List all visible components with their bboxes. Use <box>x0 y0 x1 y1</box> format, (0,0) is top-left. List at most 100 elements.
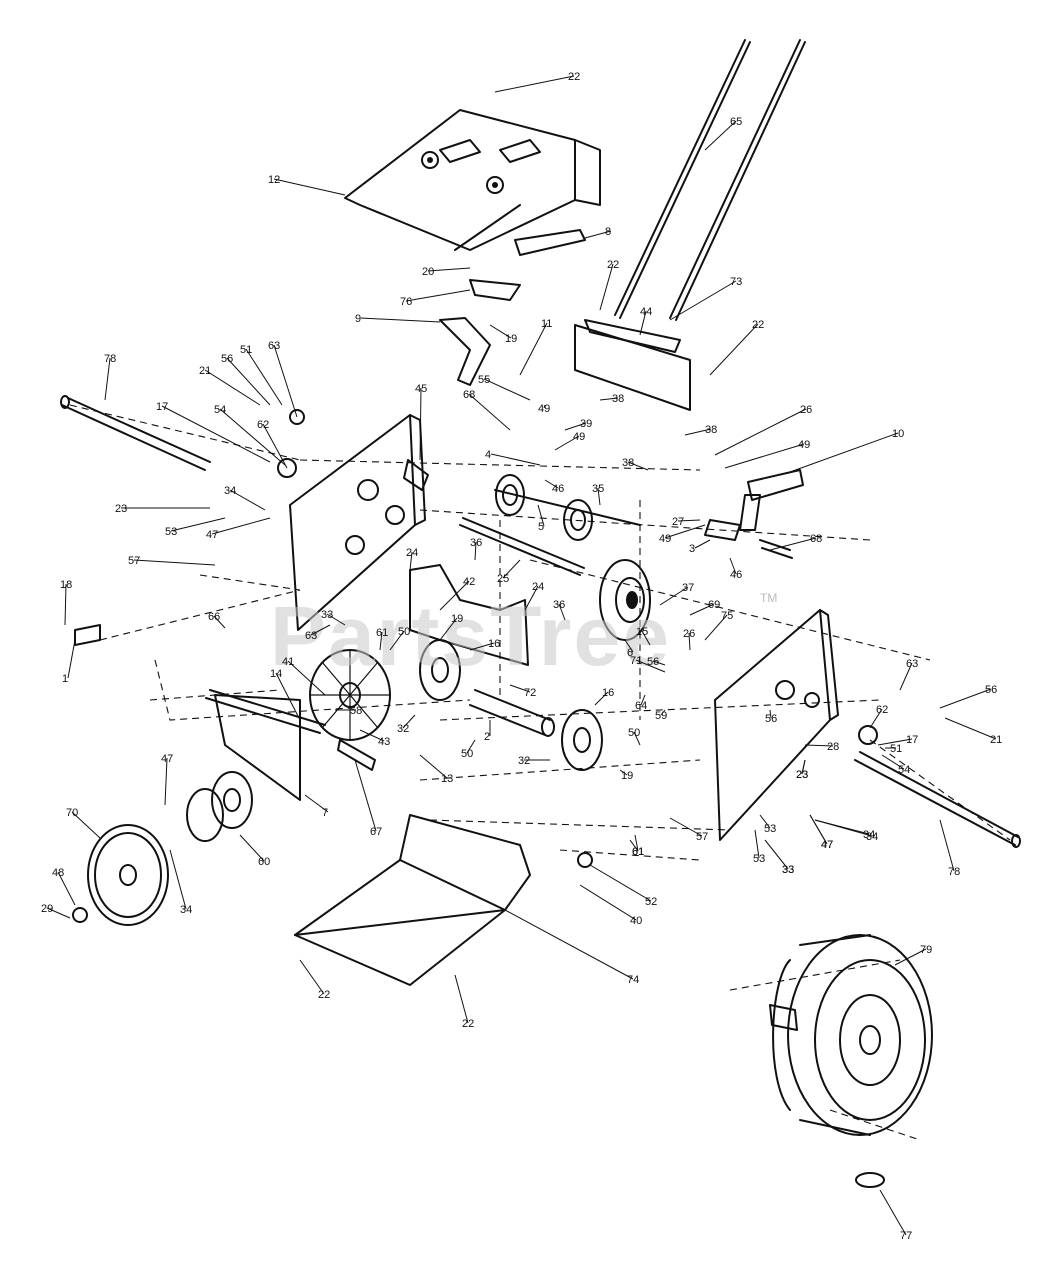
callout-leader <box>669 280 737 321</box>
callout-21: 21 <box>944 717 1002 746</box>
callout-leader <box>754 829 760 859</box>
callout-54: 54 <box>214 404 286 466</box>
callout-61: 61 <box>629 839 644 858</box>
callout-38: 38 <box>622 457 649 471</box>
callout-36: 36 <box>553 599 566 621</box>
callout-leader <box>466 739 476 754</box>
callout-number: 34 <box>180 904 192 916</box>
callout-63: 63 <box>899 658 918 691</box>
bracket-10 <box>704 469 804 559</box>
callout-number: 9 <box>355 313 361 325</box>
callout-number: 67 <box>370 826 382 838</box>
callout-number: 76 <box>400 296 412 308</box>
callout-49: 49 <box>538 403 550 415</box>
callout-number: 53 <box>753 853 765 865</box>
callout-leader <box>659 586 689 606</box>
callout-number: 26 <box>683 628 695 640</box>
callout-leader <box>877 738 913 746</box>
callout-number: 14 <box>270 668 282 680</box>
callout-number: 23 <box>796 769 808 781</box>
callout-leader <box>564 422 587 431</box>
callout-number: 33 <box>782 864 794 876</box>
callout-59: 59 <box>655 709 667 722</box>
callout-42: 42 <box>439 576 475 611</box>
callout-leader <box>504 909 634 980</box>
callout-number: 62 <box>257 419 269 431</box>
callout-number: 23 <box>796 769 808 781</box>
callout-34: 34 <box>224 485 266 511</box>
callout-number: 68 <box>810 533 822 545</box>
callout-leader <box>669 817 703 837</box>
callout-leader <box>262 423 288 469</box>
callout-48: 48 <box>52 867 76 906</box>
callout-11: 11 <box>519 318 552 376</box>
callout-38: 38 <box>599 393 624 405</box>
callout-number: 46 <box>730 569 742 581</box>
callout-leader <box>652 660 666 666</box>
callout-26: 26 <box>683 628 695 651</box>
callout-6: 6 <box>624 639 634 659</box>
callout-22: 22 <box>599 259 619 311</box>
callout-number: 22 <box>568 71 580 83</box>
callout-number: 71 <box>630 655 642 667</box>
callout-leader <box>789 432 899 473</box>
callout-number: 49 <box>573 431 585 443</box>
callout-leader <box>494 75 575 93</box>
callout-number: 59 <box>655 710 667 722</box>
callout-number: 61 <box>376 627 388 639</box>
callout-leader <box>633 731 641 746</box>
callout-leader <box>543 404 546 409</box>
callout-leader <box>474 541 477 561</box>
callout-number: 79 <box>920 944 932 956</box>
callout-29: 29 <box>41 903 71 919</box>
callout-57: 57 <box>128 555 216 567</box>
callout-number: 38 <box>622 457 634 469</box>
callout-number: 22 <box>318 989 330 1001</box>
callout-leader <box>104 357 111 401</box>
callout-leader <box>359 729 385 742</box>
callout-56: 56 <box>647 656 666 668</box>
callout-leader <box>584 230 612 239</box>
callout-62: 62 <box>257 419 288 469</box>
callout-16: 16 <box>594 687 614 706</box>
callout-number: 43 <box>378 736 390 748</box>
callout-number: 28 <box>827 741 839 753</box>
callout-24: 24 <box>524 581 544 611</box>
callout-number: 26 <box>800 404 812 416</box>
callout-number: 52 <box>645 896 657 908</box>
callout-leader <box>619 769 628 776</box>
callout-leader <box>427 267 471 272</box>
callout-number: 22 <box>752 319 764 331</box>
callout-7: 7 <box>304 794 329 819</box>
callout-leader <box>677 519 701 522</box>
callout-67: 67 <box>354 759 382 838</box>
callout-46: 46 <box>544 479 564 495</box>
callout-leader <box>684 428 712 436</box>
callout-number: 38 <box>705 424 717 436</box>
callout-number: 24 <box>532 581 544 593</box>
callout-leader <box>170 517 226 532</box>
small-hardware <box>72 409 878 923</box>
callout-leader <box>759 814 771 829</box>
callout-13: 13 <box>419 754 453 785</box>
callout-number: 51 <box>890 743 902 755</box>
callout-number: 34 <box>866 831 878 843</box>
callout-63: 63 <box>268 340 298 418</box>
callout-leader <box>229 489 266 511</box>
callout-78: 78 <box>104 353 116 401</box>
callout-number: 16 <box>602 687 614 699</box>
callout-number: 36 <box>553 599 565 611</box>
right-side-plate <box>714 609 839 841</box>
callout-32: 32 <box>518 755 550 767</box>
callout-46: 46 <box>729 557 742 581</box>
callout-leader <box>689 603 715 616</box>
callout-50: 50 <box>461 739 476 760</box>
callout-number: 20 <box>422 266 434 278</box>
callout-leader <box>558 603 566 621</box>
watermark: PartsTree TM <box>270 589 777 683</box>
callout-number: 17 <box>906 734 918 746</box>
callout-number: 63 <box>268 340 280 352</box>
callout-22: 22 <box>454 974 474 1030</box>
callout-number: 46 <box>552 483 564 495</box>
callout-leader <box>939 688 992 709</box>
